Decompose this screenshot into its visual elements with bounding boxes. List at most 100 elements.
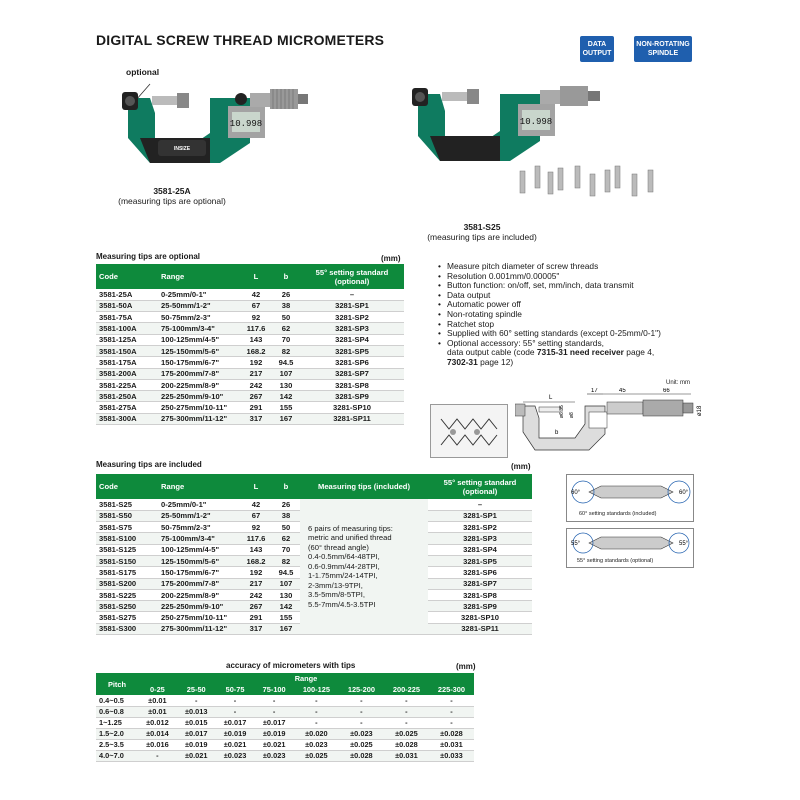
b-cell: 38 (272, 300, 300, 313)
table-row: 0.6~0.8±0.01±0.013------ (96, 706, 474, 718)
accuracy-cell: - (215, 706, 255, 718)
accuracy-cell: ±0.028 (338, 750, 384, 762)
accuracy-cell: - (338, 706, 384, 718)
accuracy-cell: ±0.01 (138, 706, 177, 718)
feature-item: Supplied with 60° setting standards (exc… (438, 329, 738, 339)
b-cell: 94.5 (272, 356, 300, 369)
angle-55-left: 55° (571, 541, 581, 547)
range-cell: 150-175mm/6-7" (158, 566, 240, 579)
code-cell: 3581-250A (96, 390, 158, 403)
accessory-item: Optional accessory: 55° setting standard… (438, 338, 738, 368)
accuracy-cell: ±0.033 (428, 750, 474, 762)
feature-item: Measure pitch diameter of screw threads (438, 261, 738, 272)
std60-caption: 60° setting standards (included) (579, 511, 657, 517)
code-cell: 3581-S125 (96, 544, 158, 556)
accuracy-cell: - (338, 695, 384, 707)
header-b: b (272, 264, 300, 289)
range-column-header: 200-225 (383, 684, 429, 695)
tips-line: 6 pairs of measuring tips: (308, 523, 393, 533)
table-row: 0.4~0.5±0.01------- (96, 695, 474, 707)
l-cell: 143 (240, 334, 272, 346)
setting-standard-55: 55° 55° 55° setting standards (optional) (566, 528, 694, 568)
angle-60-right: 60° (679, 490, 689, 496)
b-cell: 155 (272, 611, 300, 624)
included-tips-table: Code Range L b Measuring tips (included)… (96, 474, 532, 636)
accuracy-cell: - (383, 695, 429, 707)
setting-standard-cell: 3281-SP4 (300, 334, 404, 346)
range-cell: 175-200mm/7-8" (158, 578, 240, 590)
tips-line: 0.4-0.5mm/64-48TPI, (308, 552, 380, 562)
tips-line: metric and unified thread (308, 533, 392, 543)
range-column-header: 100-125 (293, 684, 339, 695)
feature-item: Ratchet stop (438, 319, 738, 330)
left-product-code: 3581-25A (153, 186, 191, 196)
range-cell: 50-75mm/2-3" (158, 521, 240, 534)
l-cell: 217 (240, 368, 272, 380)
accuracy-cell: ±0.028 (428, 728, 474, 740)
feature-item: Non-rotating spindle (438, 309, 738, 320)
setting-standard-cell: 3281-SP5 (428, 555, 532, 568)
setting-standard-cell: 3281-SP6 (300, 356, 404, 369)
range-cell: 200-225mm/8-9" (158, 379, 240, 392)
b-cell: 50 (272, 311, 300, 324)
accessory-receiver-code: 7302-31 (447, 356, 478, 367)
l-cell: 192 (240, 566, 272, 579)
b-cell: 130 (272, 379, 300, 392)
accessory-line-3b: page 12) (477, 356, 514, 367)
range-column-header: 0-25 (138, 684, 177, 695)
header-measuring-tips: Measuring tips (included) (300, 474, 428, 499)
l-cell: 242 (240, 589, 272, 602)
accuracy-cell: - (383, 706, 429, 718)
pitch-cell: 1~1.25 (96, 717, 138, 729)
range-column-header: 25-50 (176, 684, 216, 695)
feature-list: Measure pitch diameter of screw threads … (438, 261, 738, 368)
accuracy-table-unit: (mm) (456, 662, 476, 671)
header-b: b (272, 474, 300, 499)
accuracy-cell: ±0.023 (254, 750, 294, 762)
range-column-header: 50-75 (215, 684, 255, 695)
dim-b: b (555, 430, 559, 436)
code-cell: 3581-S75 (96, 521, 158, 534)
range-cell: 0-25mm/0-1" (158, 289, 240, 301)
accessory-line-2a: data output cable (code (447, 347, 537, 358)
data-output-badge: DATA OUTPUT (580, 36, 614, 62)
range-cell: 225-250mm/9-10" (158, 600, 240, 613)
b-cell: 107 (272, 368, 300, 380)
l-cell: 117.6 (240, 532, 272, 545)
b-cell: 94.5 (272, 566, 300, 579)
accuracy-cell: ±0.013 (176, 706, 216, 718)
code-cell: 3581-300A (96, 413, 158, 426)
range-cell: 125-150mm/5-6" (158, 345, 240, 358)
dim-66: 66 (663, 388, 670, 394)
header-code: Code (96, 474, 158, 499)
right-product-caption: 3581-S25 (measuring tips are included) (412, 222, 552, 242)
range-cell: 150-175mm/6-7" (158, 356, 240, 369)
tips-line: 1-1.75mm/24-14TPI, (308, 571, 378, 581)
code-cell: 3581-S175 (96, 566, 158, 579)
range-cell: 175-200mm/7-8" (158, 368, 240, 380)
header-setting-standard: 55° setting standard (optional) (300, 264, 404, 289)
code-cell: 3581-S50 (96, 510, 158, 523)
range-cell: 225-250mm/9-10" (158, 390, 240, 403)
l-cell: 242 (240, 379, 272, 392)
b-cell: 167 (272, 413, 300, 426)
accuracy-cell: - (338, 717, 384, 729)
optional-tips-table: Code Range L b 55° setting standard (opt… (96, 264, 404, 426)
included-table-unit: (mm) (511, 462, 531, 471)
code-cell: 3581-S200 (96, 578, 158, 590)
l-cell: 67 (240, 510, 272, 523)
setting-standard-cell: 3281-SP1 (300, 300, 404, 313)
